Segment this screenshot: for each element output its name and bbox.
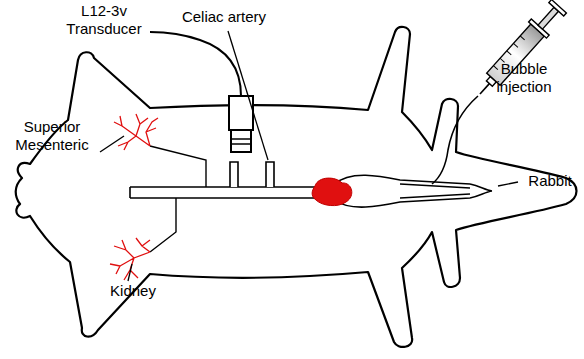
- part-label: Kidney: [98, 282, 168, 300]
- heart: [312, 178, 352, 206]
- transducer-cable: [150, 32, 241, 96]
- part-label: Superior Mesenteric: [2, 118, 102, 154]
- kidney-connector: [150, 198, 176, 252]
- transducer-face: [231, 130, 251, 152]
- part-label: Bubble injection: [474, 60, 574, 96]
- leader-line: [100, 136, 124, 152]
- sma-branch: [230, 162, 238, 187]
- sma-tree: [114, 114, 158, 150]
- aorta: [130, 187, 325, 198]
- kidney-tree: [110, 238, 150, 280]
- part-label: L12-3v Transducer: [58, 2, 150, 38]
- part-label: Celiac artery: [164, 8, 284, 26]
- injection-tube: [432, 96, 478, 184]
- part-label: Rabbit: [520, 172, 580, 190]
- transducer-band: [231, 143, 251, 145]
- leader-line: [498, 182, 518, 186]
- celiac-branch: [266, 162, 274, 187]
- leader-line: [128, 264, 132, 281]
- transducer-band: [231, 138, 251, 140]
- leader-line: [228, 31, 268, 160]
- carotid-vessels: [335, 175, 492, 207]
- sma-connector: [150, 146, 206, 187]
